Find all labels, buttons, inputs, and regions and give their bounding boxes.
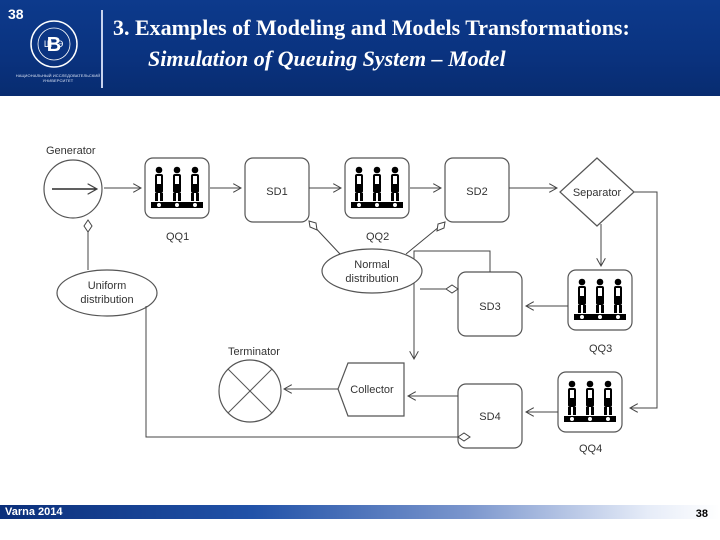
qq1-label: QQ1 — [166, 231, 189, 243]
queuing-model-diagram: Generator QQ1 SD1 QQ2 SD2 Separator QQ3 … — [43, 145, 658, 455]
separator-label: Separator — [573, 187, 622, 199]
page-number: 38 — [695, 508, 708, 520]
sd4-node — [457, 383, 523, 449]
queue-qq1-node — [145, 158, 209, 218]
qq3-label: QQ3 — [589, 343, 612, 355]
link-uniform-sd4 — [145, 306, 458, 438]
queue-qq4-node — [558, 372, 622, 432]
generator-label: Generator — [46, 145, 96, 157]
hse-logo-emblem-icon: В Ш Э — [30, 20, 78, 68]
edge-sd3-collector — [414, 250, 491, 359]
normal-label-1: Normal — [354, 259, 389, 271]
collector-node — [337, 362, 405, 417]
separator-node — [559, 157, 635, 227]
footer-bar — [0, 505, 720, 519]
header-divider — [101, 10, 103, 88]
uniform-label-1: Uniform — [88, 280, 127, 292]
normal-distribution-node — [321, 248, 423, 294]
terminator-label: Terminator — [228, 346, 280, 358]
qq4-label: QQ4 — [579, 443, 602, 455]
sd2-node — [444, 157, 510, 223]
queue-qq2-node — [345, 158, 409, 218]
sd4-label: SD4 — [479, 411, 500, 423]
logo-caption: НАЦИОНАЛЬНЫЙ ИССЛЕДОВАТЕЛЬСКИЙ УНИВЕРСИТ… — [15, 73, 101, 83]
queue-qq3-node — [568, 270, 632, 330]
uniform-distribution-node — [56, 269, 158, 317]
sd3-label: SD3 — [479, 301, 500, 313]
slide-header: 38 В Ш Э НАЦИОНАЛЬНЫЙ ИССЛЕДОВАТЕЛЬСКИЙ … — [0, 0, 720, 96]
normal-label-2: distribution — [345, 273, 398, 285]
svg-text:В: В — [47, 34, 61, 56]
slide-number-top: 38 — [8, 6, 24, 22]
svg-text:Э: Э — [57, 39, 64, 49]
sd1-label: SD1 — [266, 186, 287, 198]
qq2-label: QQ2 — [366, 231, 389, 243]
hse-logo: В Ш Э НАЦИОНАЛЬНЫЙ ИССЛЕДОВАТЕЛЬСКИЙ УНИ… — [8, 18, 100, 88]
uniform-label-2: distribution — [80, 294, 133, 306]
sd2-label: SD2 — [466, 186, 487, 198]
collector-label: Collector — [350, 384, 394, 396]
sd1-node — [244, 157, 310, 223]
edge-separator-qq4 — [630, 191, 658, 408]
footer-location: Varna 2014 — [5, 506, 63, 518]
slide-title-line1: 3. Examples of Modeling and Models Trans… — [113, 15, 630, 40]
slide-title-line2: Simulation of Queuing System – Model — [148, 46, 506, 71]
svg-text:Ш: Ш — [44, 39, 52, 49]
